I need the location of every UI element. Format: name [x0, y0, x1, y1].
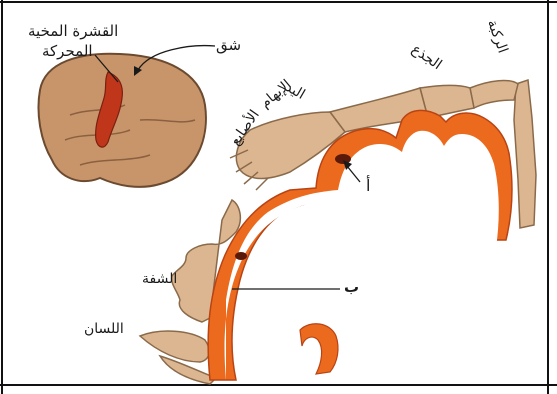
knee-shape	[470, 81, 518, 108]
leg-shape	[514, 80, 536, 228]
brain-side-view	[39, 54, 206, 187]
label-tongue: اللسان	[84, 322, 124, 336]
lip-area-spot	[235, 252, 247, 260]
label-marker-b: ب	[344, 280, 359, 295]
label-lips: الشفة	[142, 272, 177, 286]
label-motor-cortex-line1: القشرة المخية	[28, 24, 118, 39]
label-marker-a: أ	[366, 178, 370, 194]
label-motor-cortex-line2: المحركة	[42, 44, 93, 59]
tongue-shape	[140, 331, 209, 362]
label-fissure: شق	[216, 38, 241, 53]
